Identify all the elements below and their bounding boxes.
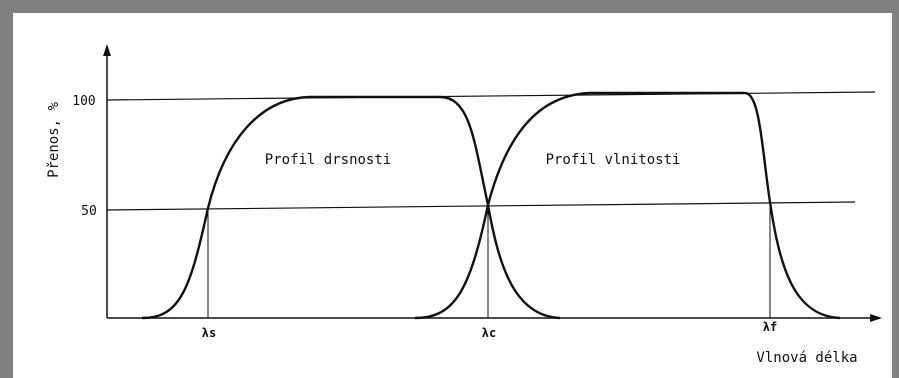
y-axis-arrow (103, 44, 111, 56)
frame-border-left (0, 0, 13, 378)
x-tick-s: λs (202, 326, 216, 340)
y-axis-label: Přenos, % (46, 102, 62, 178)
x-axis-arrow (870, 314, 882, 322)
roughness-curve (141, 95, 561, 320)
y-tick-50: 50 (81, 204, 97, 219)
x-tick-c: λc (482, 326, 496, 340)
line-100 (106, 91, 876, 101)
region-label-roughness: Profil drsnosti (265, 152, 391, 168)
region-label-waviness: Profil vlnitosti (546, 152, 681, 168)
frame-border-right (892, 0, 899, 378)
waviness-curve (414, 91, 841, 320)
frame-border-top (0, 0, 899, 13)
x-tick-f: λf (763, 320, 777, 334)
x-axis-label: Vlnová délka (756, 350, 857, 366)
line-50 (106, 201, 856, 211)
y-tick-100: 100 (72, 94, 95, 109)
